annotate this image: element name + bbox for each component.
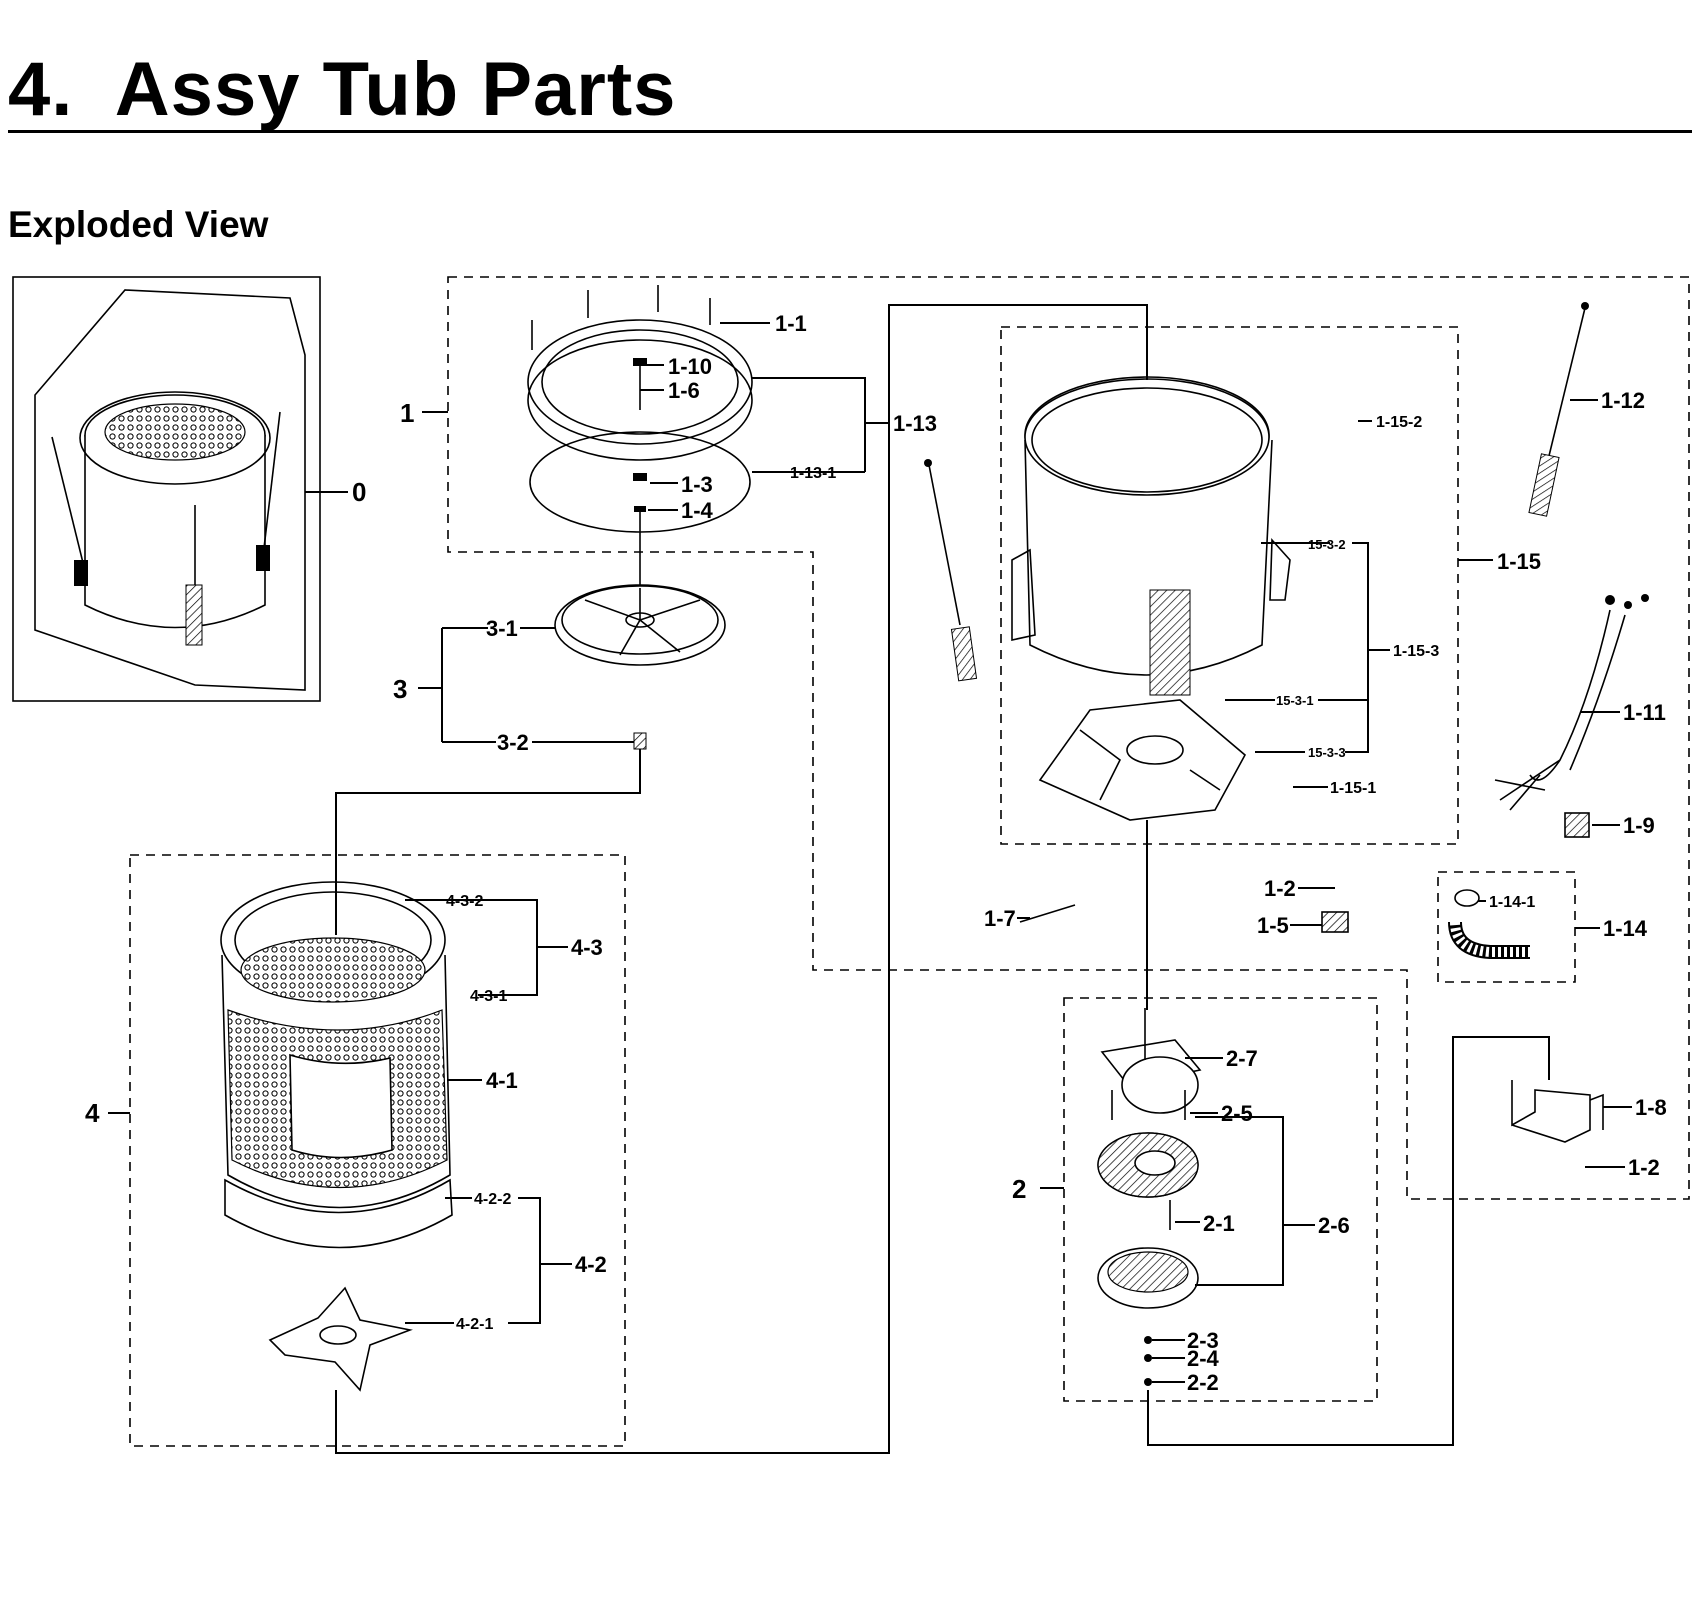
pulsator-illustration — [554, 512, 726, 750]
section-subtitle: Exploded View — [8, 204, 269, 245]
suspension-rod-1-12-illustration — [1528, 302, 1589, 517]
suspension-rod-1-13-illustration — [924, 459, 978, 682]
callout-2-3: 2-3 — [1187, 1328, 1219, 1353]
callout-1-7: 1-7 — [984, 906, 1016, 931]
callout-4-1: 4-1 — [486, 1068, 518, 1093]
callout-1-10: 1-10 — [668, 354, 712, 379]
callout-1-15-2: 1-15-2 — [1376, 414, 1422, 431]
callout-1-4: 1-4 — [681, 498, 714, 523]
callout-1-2-lower: 1-2 — [1628, 1155, 1660, 1180]
callout-4-3: 4-3 — [571, 935, 603, 960]
wire-harness-illustration — [1494, 594, 1649, 811]
assembly-overview-frame — [12, 276, 321, 702]
callout-2-7: 2-7 — [1226, 1046, 1258, 1071]
callout-1-15-1: 1-15-1 — [1330, 780, 1376, 797]
group-2-boundary — [1063, 997, 1378, 1402]
group-1-15-boundary — [1000, 326, 1459, 845]
callout-2: 2 — [1012, 1174, 1026, 1204]
outer-tub-illustration — [1011, 376, 1291, 821]
part-1-5-icon — [1321, 911, 1349, 933]
callout-2-5: 2-5 — [1221, 1101, 1253, 1126]
callout-1-9: 1-9 — [1623, 813, 1655, 838]
callout-1-15: 1-15 — [1497, 549, 1541, 574]
bracket-1-8-illustration — [1511, 1080, 1604, 1143]
callout-4-2: 4-2 — [575, 1252, 607, 1277]
callout-1-3: 1-3 — [681, 472, 713, 497]
tub-cover-ring-illustration — [527, 285, 753, 533]
callout-4-3-1: 4-3-1 — [470, 988, 507, 1005]
title-rule — [8, 130, 1692, 133]
callout-1-12: 1-12 — [1601, 388, 1645, 413]
callout-15-3-2: 15-3-2 — [1308, 537, 1346, 552]
callout-2-6: 2-6 — [1318, 1213, 1350, 1238]
callout-4-3-2: 4-3-2 — [446, 893, 483, 910]
callout-1-5: 1-5 — [1257, 913, 1289, 938]
callout-1-15-3: 1-15-3 — [1393, 643, 1439, 660]
part-1-7-icon — [1019, 904, 1076, 923]
callout-3: 3 — [393, 674, 407, 704]
callout-15-3-1: 15-3-1 — [1276, 693, 1314, 708]
callout-1-8: 1-8 — [1635, 1095, 1667, 1120]
callout-1-13-1: 1-13-1 — [790, 465, 836, 482]
callout-1-14: 1-14 — [1603, 916, 1648, 941]
callout-4-2-2: 4-2-2 — [474, 1191, 511, 1208]
callout-1-14-1: 1-14-1 — [1489, 894, 1535, 911]
group-4-boundary — [129, 854, 626, 1447]
callout-3-1: 3-1 — [486, 616, 518, 641]
callout-15-3-3: 15-3-3 — [1308, 745, 1346, 760]
callout-2-4: 2-4 — [1187, 1346, 1220, 1371]
callout-1-11: 1-11 — [1623, 700, 1666, 725]
group-1-boundary — [447, 276, 1690, 1200]
callout-0: 0 — [352, 477, 366, 507]
spin-basket-illustration — [220, 881, 453, 1392]
callout-4-2-1: 4-2-1 — [456, 1316, 493, 1333]
callout-1-13: 1-13 — [893, 411, 937, 436]
motor-illustration — [1097, 1008, 1202, 1386]
leader-lines — [108, 304, 1632, 1454]
callout-3-2: 3-2 — [497, 730, 529, 755]
tub-assembly-illustration — [34, 289, 306, 691]
callout-1-2-upper: 1-2 — [1264, 876, 1296, 901]
callout-4: 4 — [85, 1098, 100, 1128]
callout-1-1: 1-1 — [775, 311, 807, 336]
page-title: 4. Assy Tub Parts — [8, 47, 677, 132]
callout-2-1: 2-1 — [1203, 1211, 1235, 1236]
drain-hose-1-14-illustration — [1448, 889, 1530, 959]
callout-1-6: 1-6 — [668, 378, 700, 403]
callout-1: 1 — [400, 398, 414, 428]
part-1-9-icon — [1564, 812, 1590, 838]
callout-2-2: 2-2 — [1187, 1370, 1219, 1395]
